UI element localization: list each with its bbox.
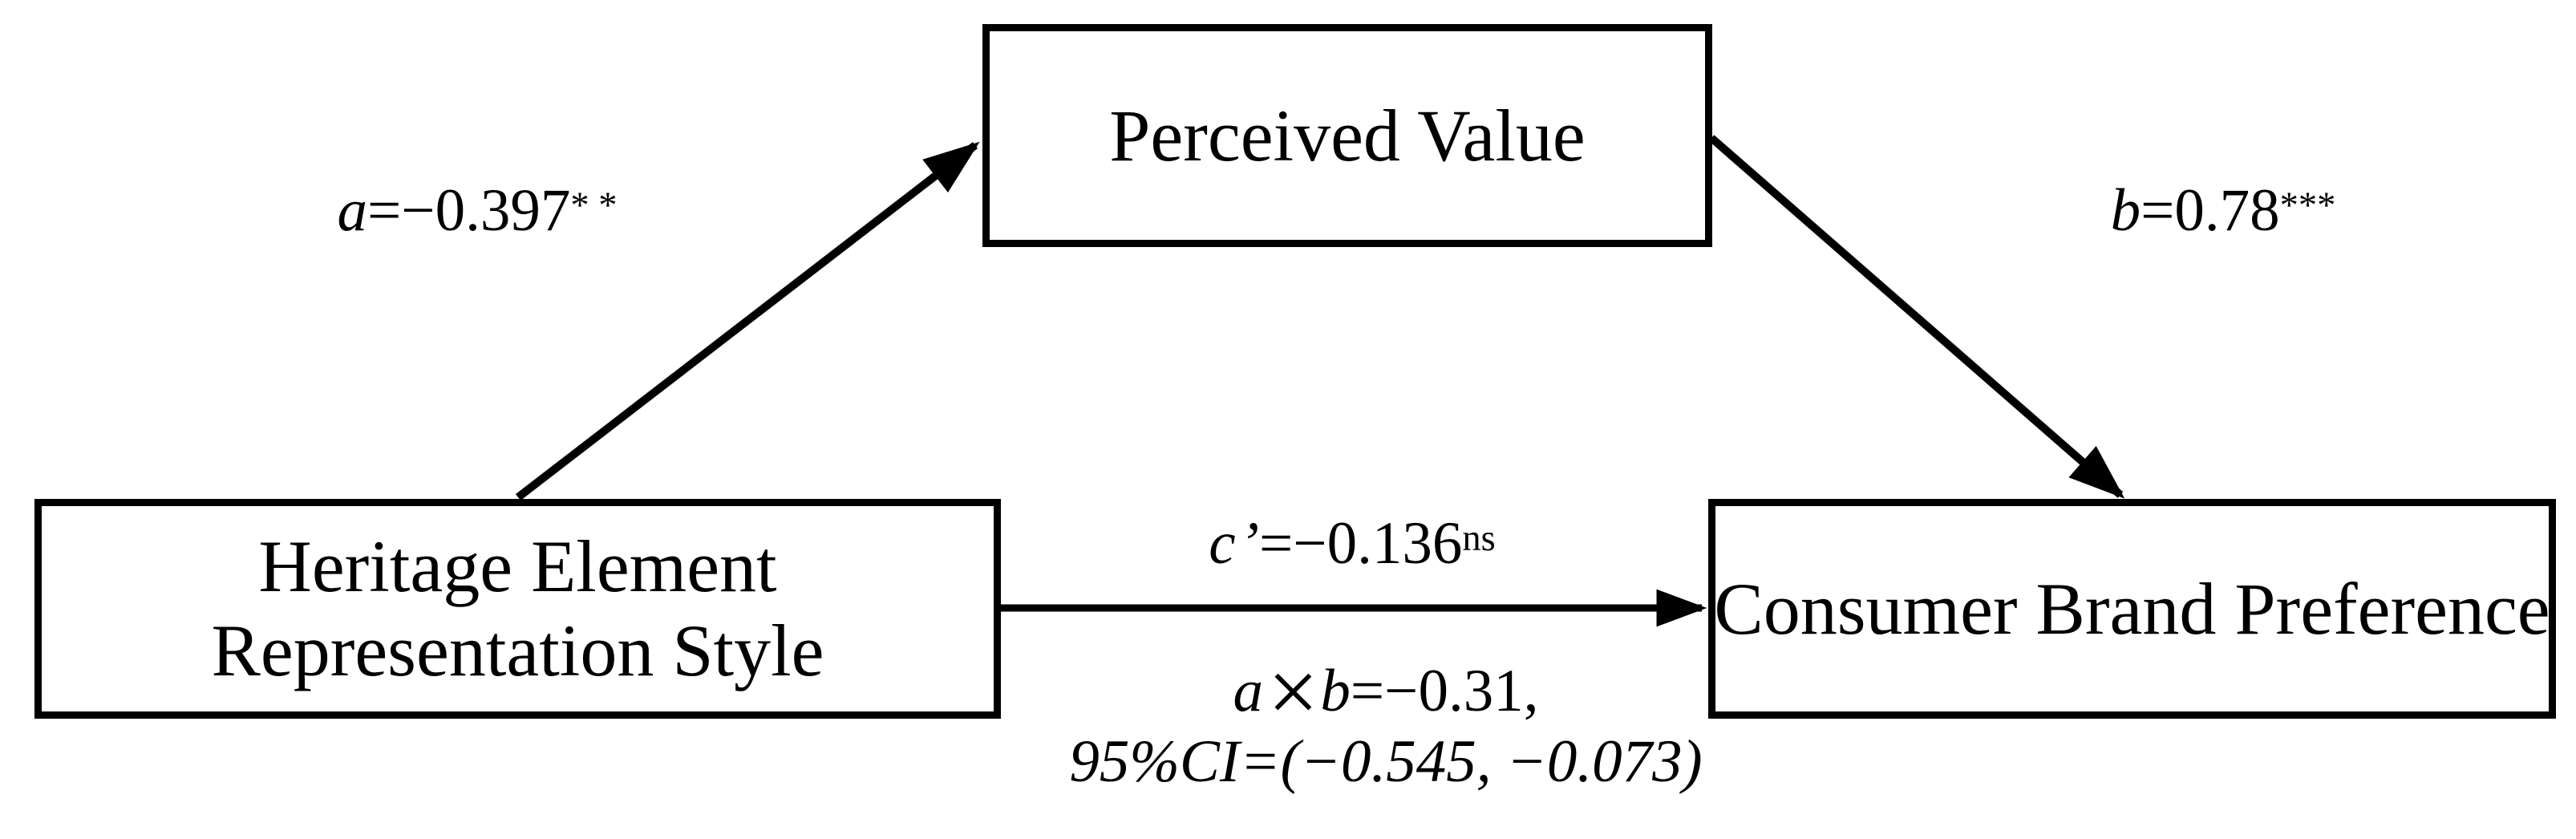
path-b-variable: b bbox=[2110, 177, 2141, 244]
indirect-effect-value: =−0.31, bbox=[1350, 658, 1539, 724]
node-heritage-element-representation-style: Heritage Element Representation Style bbox=[34, 499, 1001, 719]
path-c-significance: ns bbox=[1462, 518, 1496, 560]
confidence-interval: 95%CI=(−0.545, −0.073) bbox=[1069, 728, 1703, 795]
path-a-variable: a bbox=[337, 177, 368, 244]
path-a-arrow bbox=[515, 141, 980, 501]
path-a-significance: * * bbox=[570, 185, 618, 227]
node-perceived-value-label: Perceived Value bbox=[1109, 94, 1586, 176]
node-consumer-brand-preference: Consumer Brand Preference bbox=[1708, 499, 2556, 719]
path-b-significance: *** bbox=[2279, 185, 2336, 227]
path-a-label: a=−0.397* * bbox=[338, 176, 618, 245]
node-independent-label-line1: Heritage Element bbox=[258, 525, 777, 608]
path-b-value: =0.78 bbox=[2141, 177, 2280, 244]
path-c-prime-label: c’=−0.136ns bbox=[1209, 509, 1496, 578]
path-c-variable: c bbox=[1209, 510, 1236, 577]
node-perceived-value: Perceived Value bbox=[982, 24, 1712, 247]
path-b-label: b=0.78*** bbox=[2111, 176, 2336, 245]
node-dependent-label: Consumer Brand Preference bbox=[1714, 567, 2550, 650]
indirect-var-a: a bbox=[1233, 658, 1264, 724]
path-c-value: =−0.136 bbox=[1259, 510, 1463, 577]
path-a-value: =−0.397 bbox=[367, 177, 571, 244]
indirect-var-b: b bbox=[1320, 658, 1351, 724]
indirect-effect-label: a×b=−0.31, 95%CI=(−0.545, −0.073) bbox=[1069, 646, 1703, 797]
path-b-arrow bbox=[1708, 135, 2125, 499]
node-independent-label-line2: Representation Style bbox=[211, 610, 824, 691]
path-c-prime-mark: ’ bbox=[1239, 510, 1260, 577]
indirect-effect-line1: a×b=−0.31, bbox=[1069, 646, 1702, 737]
multiplication-sign: × bbox=[1267, 642, 1319, 742]
